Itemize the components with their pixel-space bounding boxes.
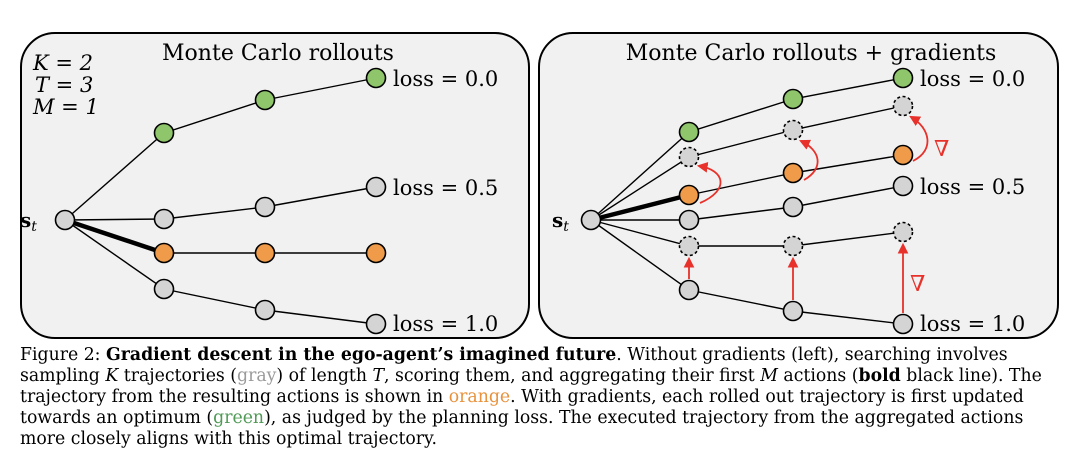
left-node-gray: [365, 176, 387, 198]
gradient-arrow-curved: [696, 161, 722, 204]
right-node-green: [892, 67, 914, 89]
left-panel: Monte Carlo rollouts K = 2 T = 3 M = 1 s…: [20, 32, 530, 339]
right-node-orange: [678, 184, 700, 206]
right-nodes: [580, 67, 914, 335]
caption-green-word: green: [213, 408, 265, 428]
gradient-symbol-lower: ∇: [910, 272, 925, 297]
right-node-updated: [782, 119, 804, 141]
caption-text: . With gradients, each rolled out trajec…: [20, 387, 1024, 428]
param-k: K = 2: [32, 51, 93, 75]
left-node-gray: [254, 196, 276, 218]
left-trajectory-gray-upper: [64, 186, 377, 221]
left-node-green: [153, 122, 175, 144]
right-node-orange: [892, 144, 914, 166]
caption-orange-word: orange: [448, 387, 511, 407]
left-node-orange: [153, 242, 175, 264]
caption-title: Gradient descent in the ego-agent’s imag…: [106, 345, 617, 365]
gradient-arrow-curved: [909, 115, 929, 162]
right-start-state-label: st: [552, 208, 569, 235]
right-trajectory-gray-mid: [591, 185, 904, 221]
left-node-green: [365, 67, 387, 89]
caption-text: trajectories (: [118, 366, 238, 386]
right-start-node: [580, 209, 602, 231]
left-panel-frame: [20, 32, 530, 339]
caption-prefix: Figure 2:: [20, 345, 107, 365]
left-nodes: [54, 67, 387, 335]
right-node-gray: [782, 300, 804, 322]
left-loss-label-top: loss = 0.0: [393, 67, 498, 91]
left-node-gray: [153, 278, 175, 300]
right-trajectory-gray-bottom: [590, 219, 904, 325]
right-node-gray: [678, 209, 700, 231]
right-node-gray: [678, 279, 700, 301]
caption-text: actions (: [777, 366, 859, 386]
gradient-arrow-curved: [799, 139, 819, 181]
right-node-gray: [892, 175, 914, 197]
left-node-gray: [254, 299, 276, 321]
left-node-gray: [365, 313, 387, 335]
left-start-state-label: st: [20, 208, 37, 235]
right-aggregated-action: [590, 192, 690, 223]
figure-caption: Figure 2: Gradient descent in the ego-ag…: [20, 345, 1065, 450]
right-node-updated: [678, 146, 700, 168]
caption-text: . Without gradients (left), searching in…: [20, 345, 1008, 386]
figure-diagram: Monte Carlo rollouts K = 2 T = 3 M = 1 s…: [20, 32, 1059, 339]
param-t: T = 3: [35, 73, 93, 97]
right-panel-frame: [538, 32, 1059, 339]
left-trajectory-green: [64, 77, 377, 221]
left-node-orange: [254, 242, 276, 264]
left-trajectory-gray-lower: [64, 219, 377, 325]
right-trajectory-gray-dashed-mid: [590, 219, 904, 247]
caption-gray-word: gray: [237, 366, 277, 386]
right-node-updated: [678, 235, 700, 257]
gradient-arrows: [683, 115, 929, 313]
right-loss-label-mid: loss = 0.5: [920, 175, 1025, 199]
left-node-orange: [365, 242, 387, 264]
caption-var-t: T: [372, 366, 384, 386]
left-node-green: [254, 89, 276, 111]
caption-text: ) of length: [276, 366, 373, 386]
left-start-node: [54, 209, 76, 231]
param-m: M = 1: [32, 95, 99, 119]
left-panel-title: Monte Carlo rollouts: [162, 41, 394, 66]
right-node-gray: [892, 313, 914, 335]
left-node-gray: [153, 208, 175, 230]
right-trajectory-green: [590, 77, 904, 221]
right-panel-title: Monte Carlo rollouts + gradients: [626, 41, 997, 66]
right-loss-label-bottom: loss = 1.0: [920, 312, 1025, 336]
caption-var-m: M: [760, 366, 778, 386]
left-aggregated-action: [64, 217, 165, 256]
right-trajectory-gray-dashed-top: [590, 105, 904, 221]
right-node-updated: [892, 221, 914, 243]
right-node-green: [678, 121, 700, 143]
right-node-updated: [782, 235, 804, 257]
caption-var-k: K: [105, 366, 119, 386]
right-node-green: [782, 88, 804, 110]
caption-text: ), as judged by the planning loss. The e…: [20, 408, 1024, 449]
left-loss-label-mid: loss = 0.5: [393, 176, 498, 200]
left-loss-label-bottom: loss = 1.0: [393, 312, 498, 336]
gradient-symbol-upper: ∇: [934, 137, 949, 162]
right-node-gray: [782, 196, 804, 218]
right-node-orange: [782, 162, 804, 184]
caption-bold-word: bold: [858, 366, 901, 386]
caption-text: black line). The trajectory from the res…: [20, 366, 1042, 407]
caption-text: , scoring them, and aggregating their fi…: [384, 366, 761, 386]
right-loss-label-top: loss = 0.0: [920, 67, 1025, 91]
right-node-updated: [892, 95, 914, 117]
right-panel: Monte Carlo rollouts + gradients st: [538, 32, 1059, 339]
